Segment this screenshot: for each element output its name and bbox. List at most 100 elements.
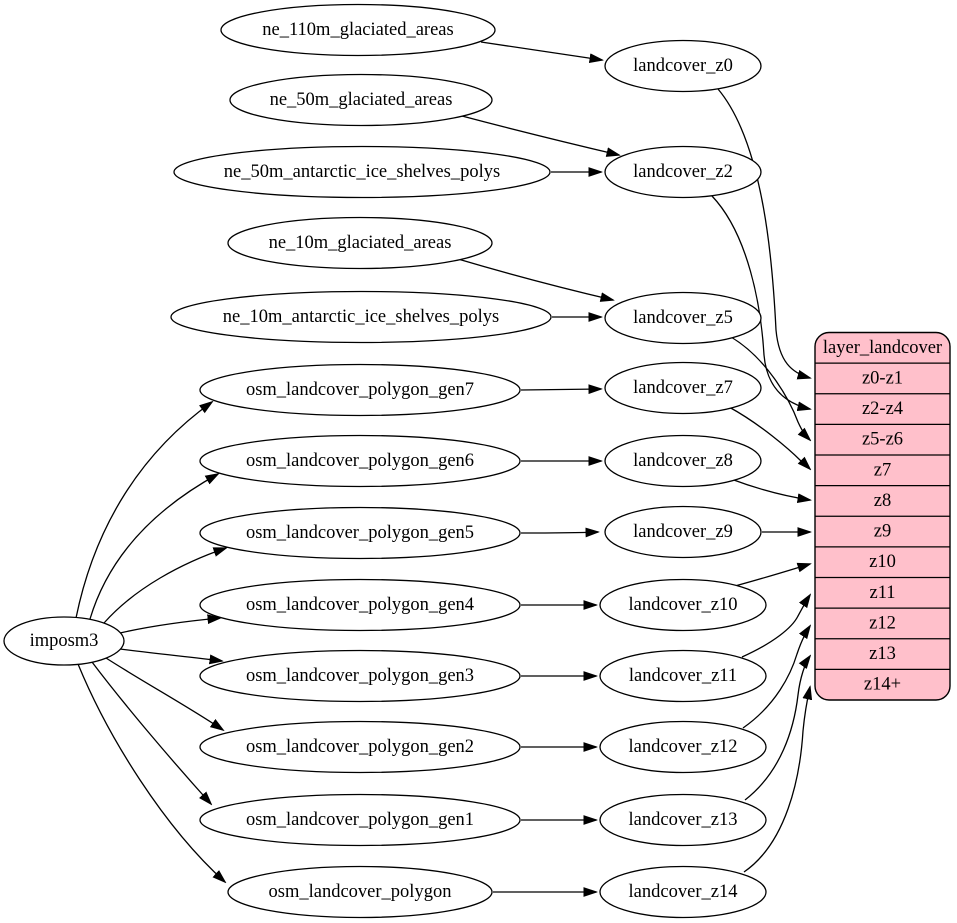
- source-label: osm_landcover_polygon_gen4: [246, 595, 474, 615]
- stage-ellipse: [604, 39, 762, 93]
- node-ne-110m-glaciated-areas: ne_110m_glaciated_areas: [220, 3, 496, 57]
- source-label: osm_landcover_polygon_gen3: [246, 666, 474, 686]
- source-label: osm_landcover_polygon_gen6: [246, 451, 474, 471]
- node-landcover-z0: landcover_z0: [604, 39, 762, 93]
- stage-label: landcover_z9: [633, 522, 733, 542]
- edge-z5-to-row-z5-z6: [730, 336, 810, 440]
- node-osm-landcover-polygon-gen1: osm_landcover_polygon_gen1: [199, 793, 521, 847]
- source-ellipse: [227, 865, 493, 919]
- stage-label: landcover_z14: [629, 882, 738, 902]
- node-landcover-z8: landcover_z8: [604, 434, 762, 488]
- edge-imposm3-to-gen1: [91, 661, 211, 804]
- node-landcover-z5: landcover_z5: [604, 291, 762, 345]
- node-ne-10m-antarctic-ice-shelves-polys: ne_10m_antarctic_ice_shelves_polys: [170, 290, 552, 344]
- edge-z12-to-row-z12: [742, 626, 810, 729]
- source-ellipse: [199, 434, 521, 488]
- imposm3-ellipse: [3, 616, 125, 666]
- edge-layer: [75, 41, 810, 892]
- record-row-z10: z10: [869, 552, 896, 572]
- node-landcover-z2: landcover_z2: [604, 145, 762, 199]
- stage-label: landcover_z5: [633, 308, 733, 328]
- node-osm-landcover-polygon-gen3: osm_landcover_polygon_gen3: [199, 649, 521, 703]
- stage-ellipse: [604, 361, 762, 415]
- source-label: ne_10m_glaciated_areas: [269, 233, 452, 253]
- stage-ellipse: [599, 793, 767, 847]
- edge-imposm3-to-gen4: [119, 618, 220, 634]
- edge-z7-to-row-z7: [728, 406, 810, 469]
- edge-z0-to-row-z0-z1: [717, 88, 810, 378]
- source-ellipse: [199, 793, 521, 847]
- node-osm-landcover-polygon-gen6: osm_landcover_polygon_gen6: [199, 434, 521, 488]
- stage-ellipse: [599, 865, 767, 919]
- edge-imposm3-to-gen2: [105, 657, 223, 730]
- source-label: osm_landcover_polygon_gen5: [246, 523, 474, 543]
- edge-z8-to-row-z8: [730, 478, 810, 500]
- edge-ne50m-glaciated-to-z2: [461, 115, 619, 155]
- node-osm-landcover-polygon-gen4: osm_landcover_polygon_gen4: [199, 578, 521, 632]
- record-row-z9: z9: [874, 522, 891, 542]
- stage-ellipse: [604, 145, 762, 199]
- node-landcover-z12: landcover_z12: [599, 720, 767, 774]
- record-row-z11: z11: [869, 583, 895, 603]
- node-osm-landcover-polygon: osm_landcover_polygon: [227, 865, 493, 919]
- edge-imposm3-to-polygon: [77, 663, 225, 882]
- stage-label: landcover_z13: [629, 810, 738, 830]
- record-row-z7: z7: [874, 460, 891, 480]
- stage-ellipse: [599, 649, 767, 703]
- source-label: ne_50m_antarctic_ice_shelves_polys: [224, 162, 500, 182]
- node-landcover-z10: landcover_z10: [599, 578, 767, 632]
- node-landcover-z9: landcover_z9: [604, 505, 762, 559]
- node-landcover-z7: landcover_z7: [604, 361, 762, 415]
- node-ne-50m-glaciated-areas: ne_50m_glaciated_areas: [229, 73, 493, 127]
- edge-imposm3-to-gen6: [89, 474, 218, 620]
- edge-imposm3-to-gen5: [103, 548, 226, 624]
- node-imposm3: imposm3: [3, 616, 125, 666]
- stage-label: landcover_z11: [629, 666, 737, 686]
- record-row-z8: z8: [874, 491, 891, 511]
- stage-ellipse: [599, 720, 767, 774]
- source-label: ne_50m_glaciated_areas: [270, 90, 453, 110]
- edge-ne110m-to-z0: [480, 41, 602, 60]
- node-osm-landcover-polygon-gen2: osm_landcover_polygon_gen2: [199, 720, 521, 774]
- edge-z14-to-row-z14plus: [743, 687, 810, 873]
- node-ne-50m-antarctic-ice-shelves-polys: ne_50m_antarctic_ice_shelves_polys: [173, 145, 551, 199]
- source-label: osm_landcover_polygon_gen7: [246, 380, 474, 400]
- record-row-z5-z6: z5-z6: [862, 430, 903, 450]
- node-landcover-z13: landcover_z13: [599, 793, 767, 847]
- stage-ellipse: [599, 578, 767, 632]
- node-landcover-z14: landcover_z14: [599, 865, 767, 919]
- source-ellipse: [199, 649, 521, 703]
- stage-label: landcover_z10: [629, 595, 738, 615]
- stage-label: landcover_z7: [633, 378, 733, 398]
- stage-label: landcover_z0: [633, 56, 733, 76]
- source-ellipse: [229, 73, 493, 127]
- record-row-z2-z4: z2-z4: [862, 399, 903, 419]
- source-label: osm_landcover_polygon: [269, 882, 452, 902]
- source-label: ne_10m_antarctic_ice_shelves_polys: [223, 307, 499, 327]
- edge-z13-to-row-z13: [744, 656, 810, 801]
- edge-gen5-to-z9: [520, 532, 598, 533]
- imposm3-label: imposm3: [30, 631, 99, 651]
- stage-ellipse: [604, 291, 762, 345]
- record-row-z0-z1: z0-z1: [862, 369, 903, 389]
- node-ne-10m-glaciated-areas: ne_10m_glaciated_areas: [227, 216, 493, 270]
- node-osm-landcover-polygon-gen5: osm_landcover_polygon_gen5: [199, 506, 521, 560]
- record-node-layer-landcover: layer_landcover z0-z1 z2-z4 z5-z6 z7 z8 …: [814, 331, 951, 701]
- source-ellipse: [199, 578, 521, 632]
- record-row-z14plus: z14+: [864, 675, 901, 695]
- edge-imposm3-to-gen3: [119, 648, 222, 661]
- node-osm-landcover-polygon-gen7: osm_landcover_polygon_gen7: [199, 363, 521, 417]
- node-landcover-z11: landcover_z11: [599, 649, 767, 703]
- record-row-z13: z13: [869, 644, 896, 664]
- source-ellipse: [170, 290, 552, 344]
- source-label: osm_landcover_polygon_gen2: [246, 737, 474, 757]
- record-row-z12: z12: [869, 613, 896, 633]
- record-title: layer_landcover: [823, 338, 942, 358]
- source-ellipse: [199, 506, 521, 560]
- edge-ne10m-glaciated-to-z5: [457, 258, 613, 300]
- source-ellipse: [173, 145, 551, 199]
- edge-gen7-to-z7: [520, 389, 601, 390]
- edge-imposm3-to-gen7: [75, 402, 212, 619]
